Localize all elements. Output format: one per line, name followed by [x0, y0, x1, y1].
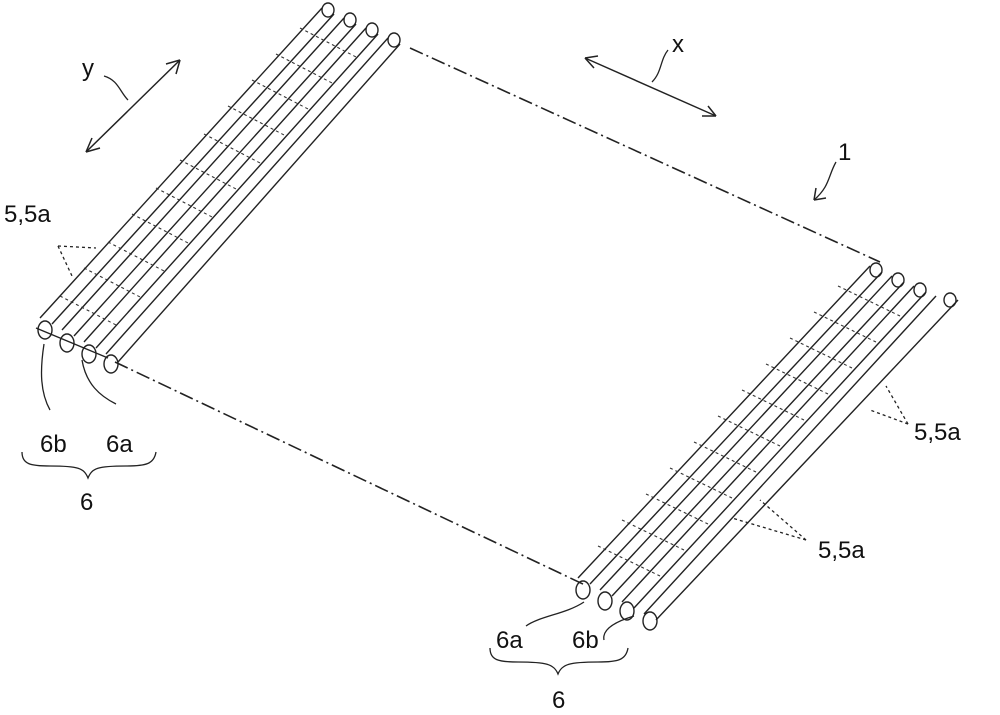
y-direction-arrow	[86, 60, 180, 152]
right-tube-bundle	[576, 263, 958, 630]
label-tubes-left: 5,5a	[4, 201, 51, 228]
left-group-6: 6	[80, 489, 93, 516]
label-tubes-right-upper: 5,5a	[914, 419, 961, 446]
left-part-6b: 6b	[40, 431, 67, 458]
x-direction-arrow	[585, 50, 716, 116]
label-tubes-right-lower: 5,5a	[818, 537, 865, 564]
left-part-6a: 6a	[106, 431, 133, 458]
reference-arrow-1	[814, 162, 836, 200]
right-group-6: 6	[552, 687, 565, 714]
reference-number-1: 1	[838, 139, 851, 166]
right-part-6a: 6a	[496, 627, 523, 654]
axis-y-label: y	[82, 55, 94, 82]
leader-lines	[42, 246, 908, 640]
right-part-6b: 6b	[572, 627, 599, 654]
axis-x-label: x	[672, 31, 684, 58]
